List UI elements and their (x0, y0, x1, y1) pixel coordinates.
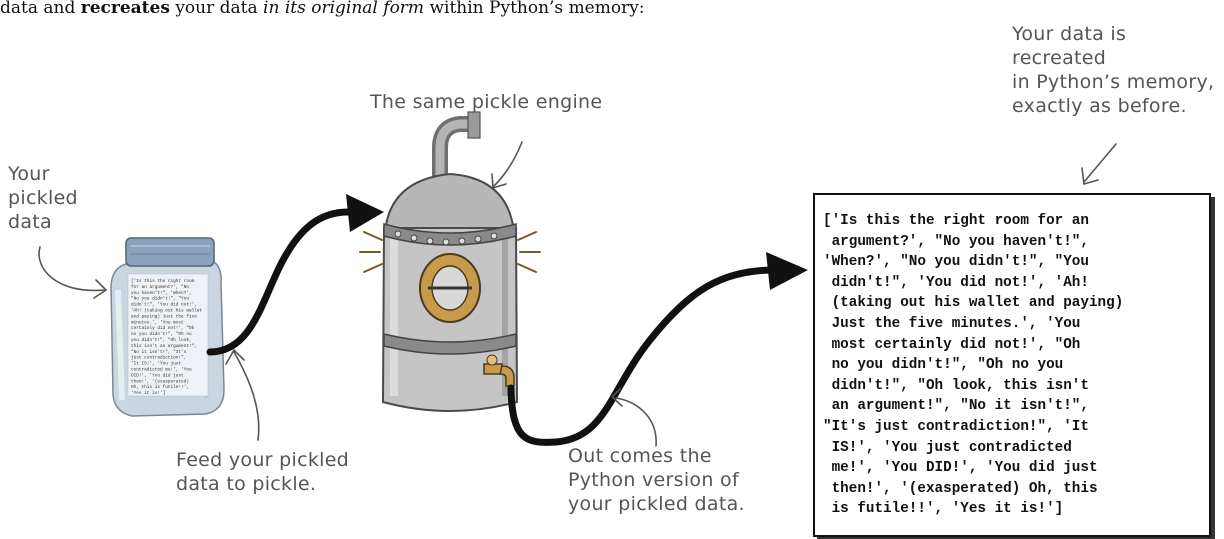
unpickled-data-line: didn't!", "Oh look, this isn't (831, 377, 1089, 394)
jar-label-line: contradicted me!', 'You (131, 368, 192, 373)
recreated-note: Your data is recreated in Python’s memor… (1012, 23, 1215, 117)
input-arrow (206, 208, 352, 356)
unpickled-data-line: most certainly did not!', "Oh (831, 336, 1081, 353)
jar-label-line: "No you didn't!", "You (131, 297, 189, 302)
jar-label-line: 'It IS!', 'You just (131, 362, 181, 367)
jar-label-line: 'Ah! (taking out his wallet (131, 309, 203, 314)
jar-label-line: didn't!", 'You did not!', (131, 303, 197, 308)
jar-label-line: this isn't an argument!", (131, 344, 197, 349)
unpickled-data-line: ['Is this the right room for an (823, 213, 1089, 229)
unpickled-data-line: then!', '(exasperated) Oh, this (831, 480, 1098, 497)
jar-label-line: "No it isn't!", "It's (131, 350, 187, 355)
unpickled-data-line: me!', 'You DID!', 'You did just (831, 460, 1098, 477)
jar-label-line: certainly did not!', "Oh (131, 326, 195, 331)
jar-label-line: ['Is this the right room (131, 279, 195, 284)
engine-note: The same pickle engine (370, 91, 603, 113)
intro-text: data and recreates your data in its orig… (0, 0, 645, 18)
jar-label-line: you haven't!", 'When?', (131, 291, 192, 296)
jar-label-line: for an argument?', "No (131, 285, 189, 290)
output-arrow (507, 266, 774, 446)
jar-label-line: you didn't!", "Oh look, (131, 338, 192, 343)
unpickled-data-line: 'When?', "No you didn't!", "You (823, 254, 1089, 271)
unpickled-data-text: ['Is this the right room for an argument… (823, 211, 1123, 520)
unpickled-data-line: an argument!", "No it isn't!", (831, 398, 1089, 415)
jar-label-line: no you didn't!", "Oh no (131, 332, 192, 337)
your-pickled-data-note: Your pickled data (8, 163, 78, 233)
unpickled-data-line: didn't!", 'You did not!', 'Ah! (831, 274, 1089, 291)
unpickled-data-line: argument?', "No you haven't!", (831, 233, 1089, 250)
jar-label-line: minutes.', 'You most (131, 320, 184, 325)
jar-label-line: then!', '(exasperated) (131, 379, 189, 384)
unpickled-data-line: IS!', 'You just contradicted (831, 439, 1072, 456)
unpickled-data-line: no you didn't!", "Oh no you (831, 357, 1064, 374)
unpickled-data-line: (taking out his wallet and paying) (831, 295, 1124, 312)
unpickled-data-line: "It's just contradiction!", 'It (823, 418, 1089, 435)
out-comes-note: Out comes the Python version of your pic… (568, 445, 745, 515)
jar-label-line: and paying) Just the five (131, 314, 197, 319)
feed-note: Feed your pickled data to pickle. (176, 449, 350, 495)
unpickled-data-line: is futile!!', 'Yes it is!'] (823, 501, 1064, 518)
jar-label-line: 'Yes it is!'] (131, 391, 165, 396)
jar-label-line: DID!', 'You did just (131, 373, 184, 378)
unpickled-data-box: ['Is this the right room for an argument… (813, 193, 1211, 537)
pickle-engine-icon (359, 111, 541, 412)
jar-label-line: Oh, this is futile!!', (131, 385, 189, 390)
unpickled-data-line: Just the five minutes.', 'You (831, 315, 1081, 332)
jar-label-line: just contradiction!", (131, 356, 186, 361)
